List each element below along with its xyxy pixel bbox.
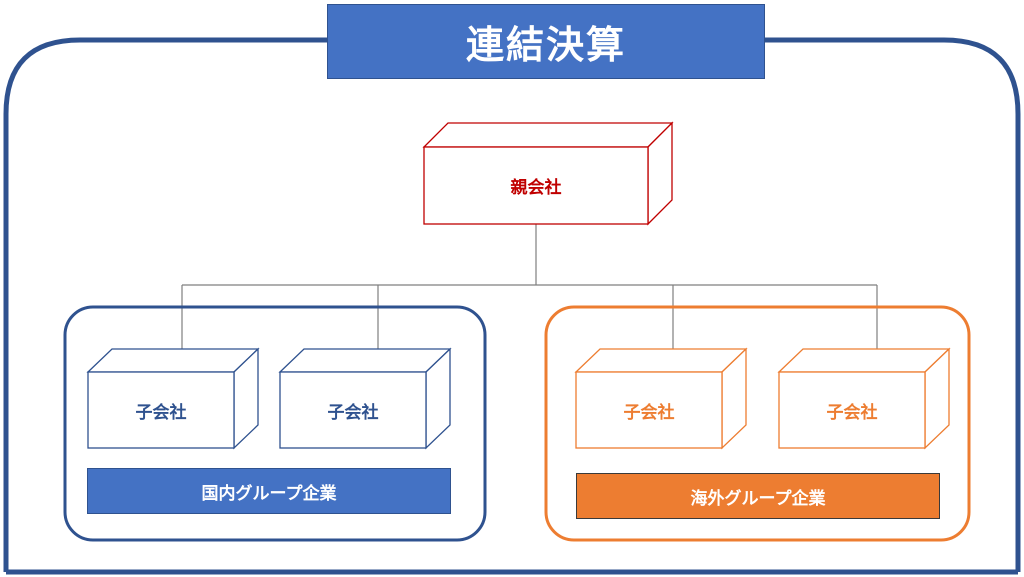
subsidiary-box-overseas-2 xyxy=(777,347,951,450)
subsidiary-box-domestic-2 xyxy=(278,347,452,450)
subsidiary-box-domestic-1 xyxy=(86,347,260,450)
subsidiary-box-overseas-1 xyxy=(574,347,748,450)
overseas-group-bar: 海外グループ企業 xyxy=(576,473,940,519)
subsidiary-label-domestic-1: 子会社 xyxy=(135,402,187,423)
parent-company-box xyxy=(422,121,674,226)
connector-lines xyxy=(181,224,878,349)
title-banner: 連結決算 xyxy=(327,4,765,79)
subsidiary-label-domestic-2: 子会社 xyxy=(327,402,379,423)
domestic-group-label: 国内グループ企業 xyxy=(201,483,337,504)
overseas-group-frame xyxy=(544,305,971,542)
outer-frame xyxy=(3,37,1021,572)
domestic-group-frame xyxy=(63,305,487,542)
parent-company-label: 親会社 xyxy=(510,178,562,198)
subsidiary-label-overseas-1: 子会社 xyxy=(623,402,675,423)
domestic-group-bar: 国内グループ企業 xyxy=(87,468,451,514)
subsidiary-label-overseas-2: 子会社 xyxy=(826,402,878,423)
overseas-group-label: 海外グループ企業 xyxy=(690,488,826,509)
diagram-title: 連結決算 xyxy=(465,23,626,67)
